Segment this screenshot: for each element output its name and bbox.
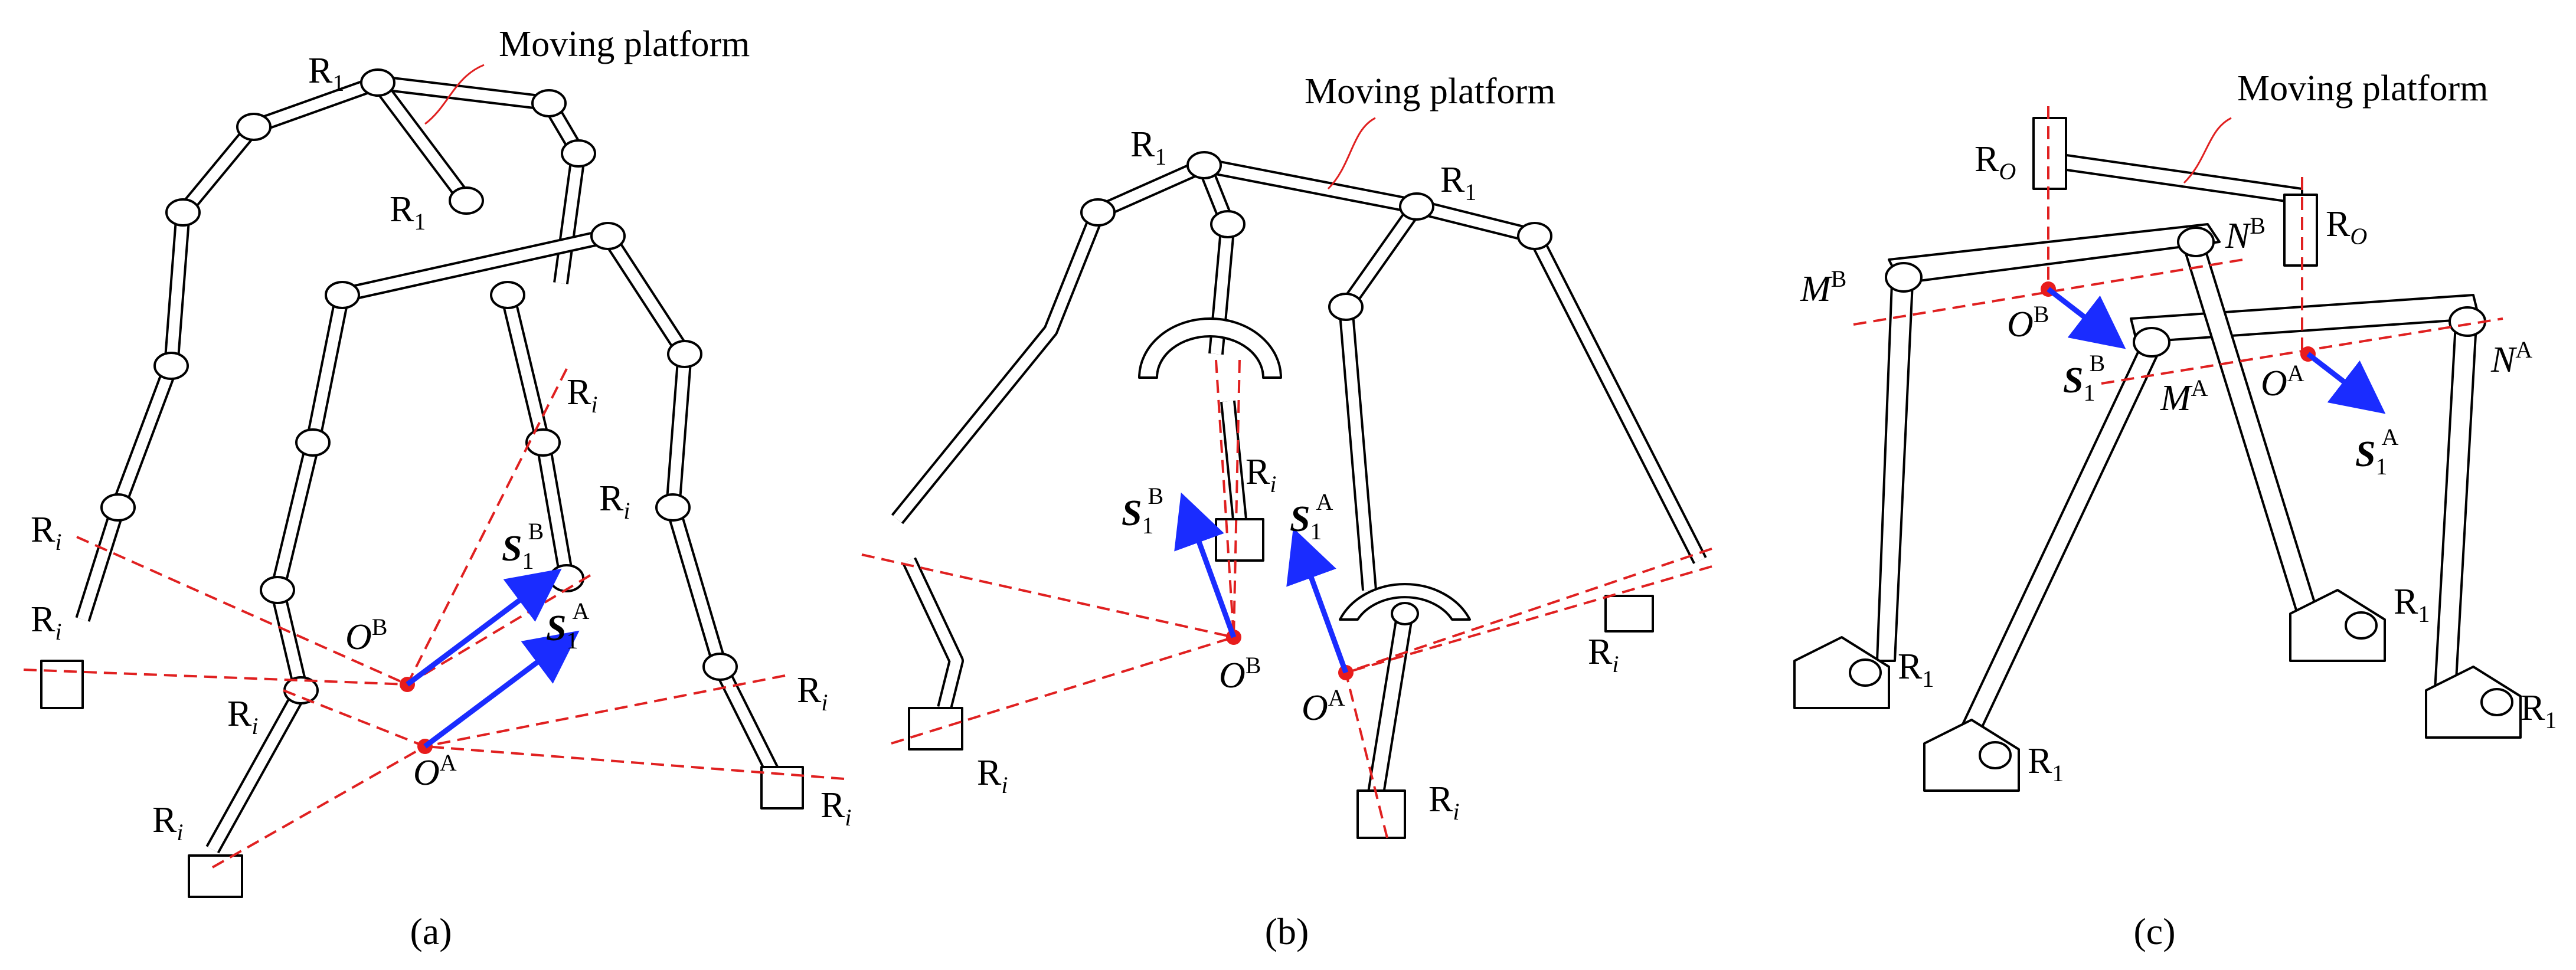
joint-label-a-5: Ri	[567, 372, 597, 418]
joint-label-a-10: Ri	[152, 800, 183, 846]
panel-c-mechanism	[1793, 117, 2522, 792]
vector-label-s1a-c: S1A	[2355, 424, 2398, 480]
platform-leader-b	[1327, 117, 1376, 190]
joint-label-a-6: Ri	[599, 479, 630, 524]
joint-label-b-4: Ri	[977, 753, 1008, 798]
vector-s1b-a	[406, 568, 562, 687]
point-label-ob-c: OB	[2007, 301, 2049, 345]
joint-label-b-2: R1	[1440, 160, 1476, 205]
panel-a-axis-lines	[23, 368, 845, 869]
caption-a: (a)	[410, 910, 452, 952]
joint-label-a-1: R1	[308, 51, 344, 96]
joint-label-b-5: Ri	[1588, 632, 1619, 677]
panel-b: Moving platform R1 R1 Ri Ri Ri Ri OB OA …	[861, 71, 1712, 952]
vector-label-s1a-a: S1A	[546, 598, 589, 654]
joint-label-a-8: Ri	[797, 670, 828, 716]
joint-label-b-6: Ri	[1428, 779, 1459, 825]
vector-s1b-c	[2047, 287, 2126, 349]
joint-label-a-9: Ri	[820, 785, 851, 831]
point-label-oa-a: OA	[413, 749, 457, 793]
joint-label-c-3: R1	[1898, 647, 1934, 692]
joint-label-c-5: R1	[2394, 582, 2430, 627]
platform-leader-c	[2183, 117, 2232, 184]
joint-label-a-7: Ri	[227, 694, 258, 739]
platform-leader-a	[424, 64, 485, 125]
joint-label-c-6: R1	[2521, 688, 2557, 733]
joint-label-c-2: RO	[2326, 204, 2367, 250]
point-label-oa-b: OA	[1302, 684, 1345, 728]
vector-label-s1b-c: S1B	[2063, 350, 2105, 406]
vector-s1b-b	[1174, 492, 1237, 638]
platform-label-c: Moving platform	[2237, 68, 2488, 109]
point-label-ma-c: MA	[2160, 375, 2208, 418]
vector-label-s1b-a: S1B	[502, 518, 544, 574]
panel-a: Moving platform R1 R1 Ri Ri Ri Ri Ri Ri …	[23, 24, 851, 952]
point-label-mb-c: MB	[1800, 266, 1846, 309]
point-label-nb-c: NB	[2225, 212, 2266, 256]
vector-s1a-c	[2306, 352, 2386, 414]
joint-label-c-1: RO	[1975, 139, 2016, 185]
joint-label-c-4: R1	[2028, 741, 2064, 787]
point-label-oa-c: OA	[2261, 360, 2304, 404]
point-label-ob-a: OB	[345, 614, 387, 657]
joint-label-a-3: Ri	[31, 510, 61, 555]
point-label-ob-b: OB	[1219, 652, 1261, 696]
panel-c: Moving platform RO RO R1 R1 R1 R1 MB NB …	[1793, 68, 2557, 952]
caption-b: (b)	[1265, 910, 1309, 952]
vector-label-s1a-b: S1A	[1290, 489, 1333, 545]
platform-label-b: Moving platform	[1305, 71, 1555, 112]
joint-label-b-1: R1	[1130, 124, 1166, 170]
vector-s1a-b	[1286, 527, 1349, 674]
panel-b-mechanism	[891, 151, 1707, 839]
caption-c: (c)	[2133, 910, 2175, 952]
joint-label-a-4: Ri	[31, 599, 61, 645]
vector-s1a-a	[423, 630, 580, 749]
joint-label-a-2: R1	[390, 189, 426, 235]
point-label-na-c: NA	[2490, 336, 2532, 380]
panel-b-axis-lines	[861, 359, 1712, 838]
platform-label-a: Moving platform	[499, 24, 750, 64]
joint-label-b-3: Ri	[1245, 452, 1276, 497]
vector-label-s1b-b: S1B	[1122, 483, 1163, 539]
